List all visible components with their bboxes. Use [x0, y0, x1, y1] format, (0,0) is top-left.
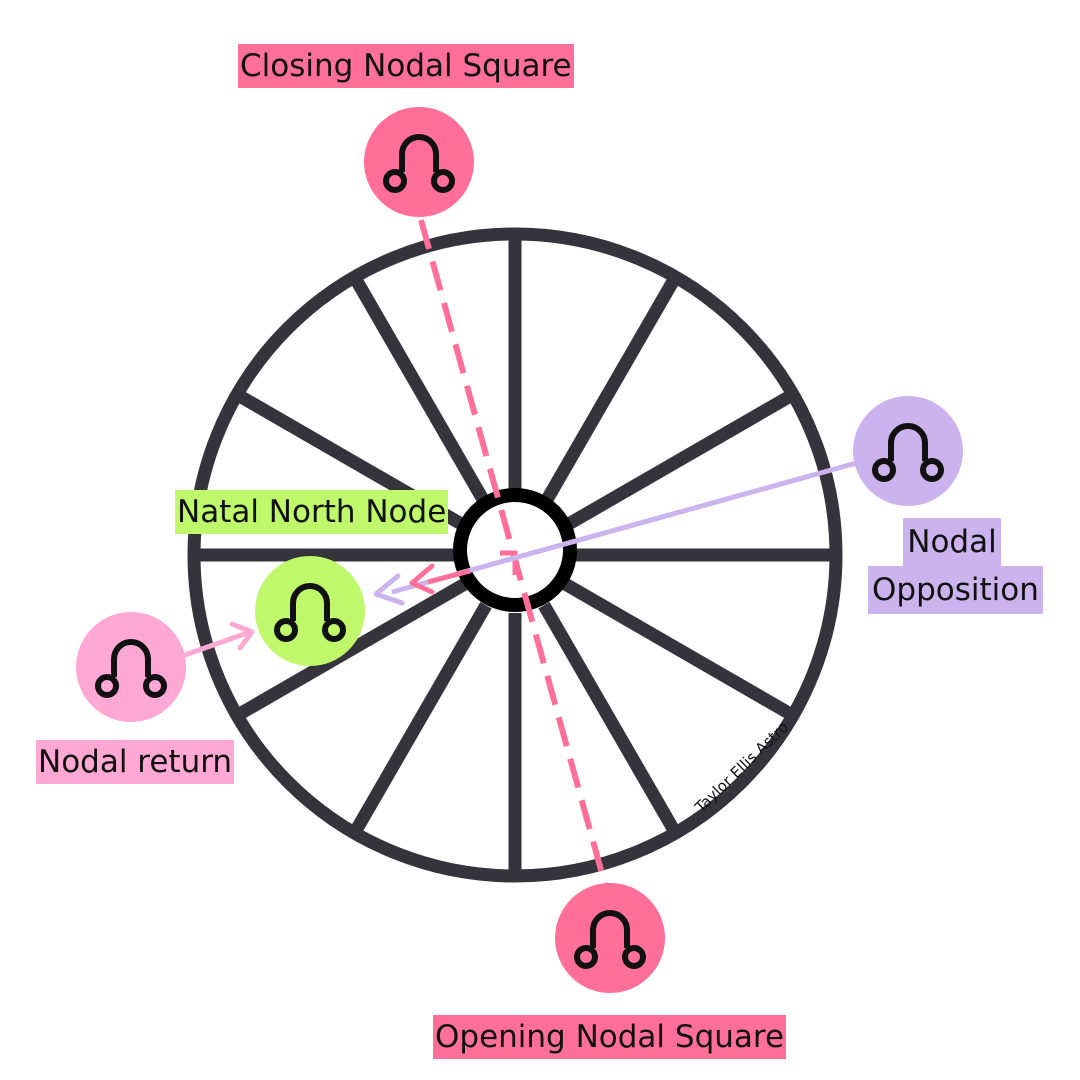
return-arrow-line: [181, 629, 251, 659]
north-node-icon: [274, 583, 346, 642]
opening-square-label: Opening Nodal Square: [433, 1015, 787, 1059]
nodal-opposition-node: [853, 396, 963, 506]
return-arrow-head: [229, 621, 255, 651]
nodal-return-node: [76, 612, 186, 722]
nodal-opposition-label: Nodal Opposition: [866, 518, 1043, 614]
natal-north-node: [255, 556, 365, 666]
wheel-spoke: [538, 274, 681, 509]
nodal-opposition-label-line1: Nodal: [903, 518, 1001, 566]
opposition-arrow-head: [373, 573, 405, 606]
nodal-return-node-disc: [76, 612, 186, 722]
north-node-icon: [574, 910, 646, 969]
wheel-spoke: [349, 601, 492, 836]
wheel-center-hub: [453, 488, 577, 612]
closing-square-label: Closing Nodal Square: [238, 44, 574, 88]
wheel-spokes: [195, 235, 835, 875]
opening-square-node: [555, 883, 665, 993]
north-node-icon: [872, 423, 944, 482]
north-node-icon: [95, 639, 167, 698]
opening-square-node-disc: [555, 883, 665, 993]
chart-wheel: [187, 227, 843, 883]
closing-square-node-disc: [364, 107, 474, 217]
wheel-spoke: [349, 274, 492, 509]
opposition-line: [391, 459, 861, 595]
north-node-icon: [383, 134, 455, 193]
wheel-spoke: [538, 601, 681, 836]
node-markers: [76, 107, 963, 993]
nodal-opposition-label-line2: Opposition: [868, 566, 1043, 614]
wheel-spoke: [234, 578, 469, 721]
closing-square-node: [364, 107, 474, 217]
natal-pointer-arrow-head: [409, 563, 435, 595]
wheel-spoke: [561, 578, 796, 721]
nodal-return-label: Nodal return: [36, 740, 235, 784]
natal-pointer-line: [427, 568, 471, 585]
wheel-outer-ring: [187, 227, 843, 883]
nodal-opposition-node-disc: [853, 396, 963, 506]
natal-north-node-label: Natal North Node: [175, 490, 449, 534]
natal-north-node-disc: [255, 556, 365, 666]
center-marker: [500, 550, 518, 575]
wheel-spoke: [561, 389, 796, 532]
